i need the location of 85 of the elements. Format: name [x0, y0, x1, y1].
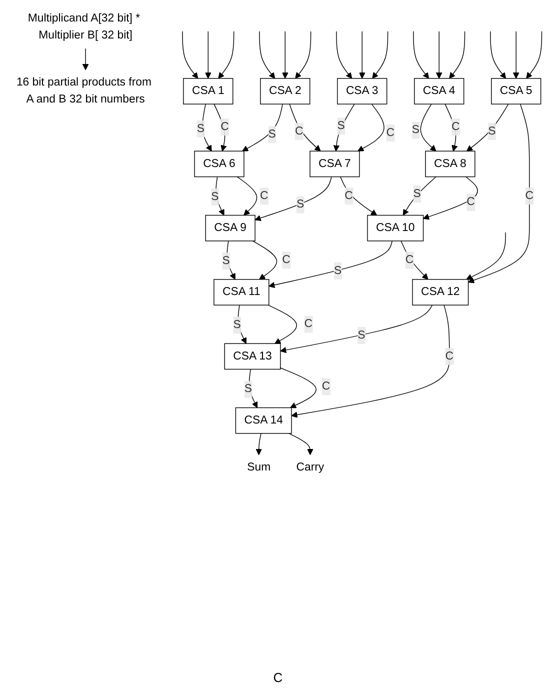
edge-label: S: [296, 198, 304, 211]
edge-label: C: [452, 120, 460, 133]
edge-label: C: [260, 190, 268, 202]
arrow: [358, 104, 384, 152]
node-text: Sum: [247, 461, 271, 474]
arrow: [218, 31, 234, 79]
arrow: [259, 31, 276, 79]
edge-label: C: [466, 196, 475, 208]
edge-label: C: [282, 254, 290, 266]
arrow: [214, 104, 227, 152]
arrow: [289, 104, 321, 152]
edge-label: S: [244, 382, 252, 396]
arrow: [466, 232, 506, 280]
node-box: CSA 13: [224, 343, 281, 370]
arrow: [82, 48, 89, 70]
arrow: [402, 176, 436, 216]
edge-label: C: [445, 350, 454, 362]
node-box: CSA 10: [367, 214, 424, 242]
arrow: [512, 31, 520, 79]
arrow: [372, 31, 388, 79]
edge-label: S: [337, 120, 345, 132]
edge-label: S: [413, 188, 421, 200]
node-text: 16 bit partial products from A and B 32 bit numbers: [16, 76, 152, 106]
arrow: [336, 31, 352, 79]
node-box: CSA 7: [310, 150, 360, 178]
arrow: [295, 31, 312, 79]
arrow: [268, 304, 298, 344]
arrow: [449, 31, 466, 79]
arrow: [280, 304, 433, 354]
arrow: [254, 176, 332, 222]
arrow: [205, 31, 212, 79]
arrow: [252, 240, 278, 280]
node-box: CSA 4: [414, 78, 464, 104]
edge-label: S: [233, 318, 241, 331]
edge-label: C: [304, 318, 313, 330]
arrow: [256, 433, 262, 456]
arrow: [268, 240, 392, 288]
arrow: [466, 104, 509, 152]
node-box: CSA 2: [260, 78, 310, 104]
arrow: [490, 31, 506, 79]
arrow: [444, 104, 458, 152]
arrow: [420, 104, 436, 152]
arrow: [182, 31, 198, 79]
edge-label: C: [322, 380, 330, 392]
arrow: [423, 176, 478, 220]
node-box: CSA 3: [337, 78, 388, 104]
arrow: [400, 240, 428, 280]
arrow: [236, 176, 258, 216]
edge-label: C: [525, 190, 534, 202]
node-text: Carry: [296, 461, 324, 474]
edge-label: S: [211, 190, 219, 203]
edge-label: S: [358, 329, 366, 342]
node-box: CSA 12: [412, 279, 469, 306]
node-text: Multiplicand A[32 bit] * Multiplier B[ 32 bit]: [28, 12, 140, 42]
arrow: [280, 368, 316, 408]
arrow: [526, 31, 542, 79]
edge-label: S: [488, 125, 496, 138]
edge-label: S: [222, 254, 230, 267]
arrow: [288, 433, 314, 456]
node-box: CSA 8: [425, 150, 476, 178]
arrow: [436, 31, 442, 79]
edge-label: S: [196, 122, 204, 135]
edge-label: S: [334, 264, 342, 277]
arrow: [358, 31, 366, 79]
edge-label: C: [294, 125, 304, 138]
arrow: [468, 104, 530, 284]
node-box: CSA 6: [194, 150, 244, 178]
arrow: [282, 31, 288, 79]
node-box: CSA 14: [235, 407, 292, 434]
edge-label: C: [220, 120, 229, 133]
signal-label: C: [273, 670, 283, 685]
node-box: CSA 1: [183, 78, 234, 104]
edge-label: C: [344, 190, 353, 202]
edge-label: C: [386, 126, 394, 139]
edge-label: S: [412, 124, 420, 136]
edge-label: S: [268, 128, 276, 140]
arrow: [333, 104, 355, 152]
edge-label: C: [405, 254, 414, 266]
arrow: [242, 104, 283, 152]
arrow: [340, 176, 378, 216]
arrow: [413, 31, 430, 79]
node-box: CSA 9: [205, 214, 256, 242]
node-box: CSA 5: [491, 78, 542, 104]
node-box: CSA 11: [214, 279, 270, 306]
arrow: [291, 304, 450, 418]
